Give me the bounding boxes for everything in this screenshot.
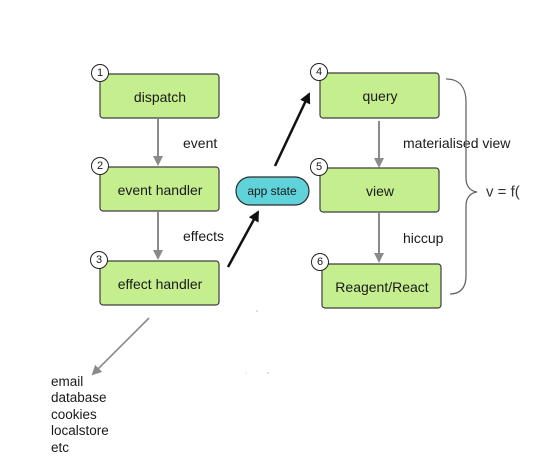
speck: [245, 372, 247, 374]
node-view: view 5: [310, 158, 440, 213]
node-event-handler-number: 2: [97, 160, 103, 172]
speck: [267, 372, 269, 374]
node-effect-handler: effect handler 3: [90, 251, 220, 306]
brace: [445, 78, 478, 295]
node-effect-handler-number: 3: [96, 254, 102, 266]
node-effect-handler-label: effect handler: [118, 276, 203, 292]
node-reagent-react: Reagent/React 6: [311, 253, 442, 309]
edge-label-event: event: [183, 135, 217, 151]
side-effect-item: email: [51, 374, 84, 389]
formula-text: v = f(: [486, 184, 520, 201]
node-reagent-react-label: Reagent/React: [335, 279, 429, 295]
node-event-handler: event handler 2: [91, 157, 220, 212]
edge-label-materialised-view: materialised view: [403, 135, 511, 151]
edge-label-effects: effects: [183, 228, 224, 244]
node-dispatch: dispatch 1: [91, 64, 220, 119]
app-state-label: app state: [247, 184, 297, 198]
node-query: query 4: [310, 63, 440, 119]
node-query-label: query: [362, 88, 397, 104]
app-state-node: app state: [235, 176, 310, 206]
side-effect-item: localstore: [51, 423, 109, 439]
speck: [256, 310, 258, 312]
node-view-label: view: [366, 183, 395, 199]
arrow-app-state-to-query: [273, 92, 311, 167]
side-effect-item: etc: [51, 439, 70, 455]
node-event-handler-label: event handler: [118, 182, 203, 198]
node-reagent-react-number: 6: [317, 256, 323, 268]
node-view-number: 5: [316, 161, 322, 173]
arrow-effects-to-side-effects: [91, 317, 150, 376]
side-effect-item: database: [51, 390, 107, 406]
node-dispatch-number: 1: [97, 67, 103, 79]
arrow-effect-handler-to-app-state: [226, 210, 260, 268]
node-query-number: 4: [316, 66, 322, 78]
side-effects-list: email database cookies localstore etc: [51, 374, 171, 456]
edge-label-hiccup: hiccup: [403, 230, 444, 246]
node-dispatch-label: dispatch: [134, 89, 186, 105]
side-effect-item: cookies: [51, 406, 97, 422]
